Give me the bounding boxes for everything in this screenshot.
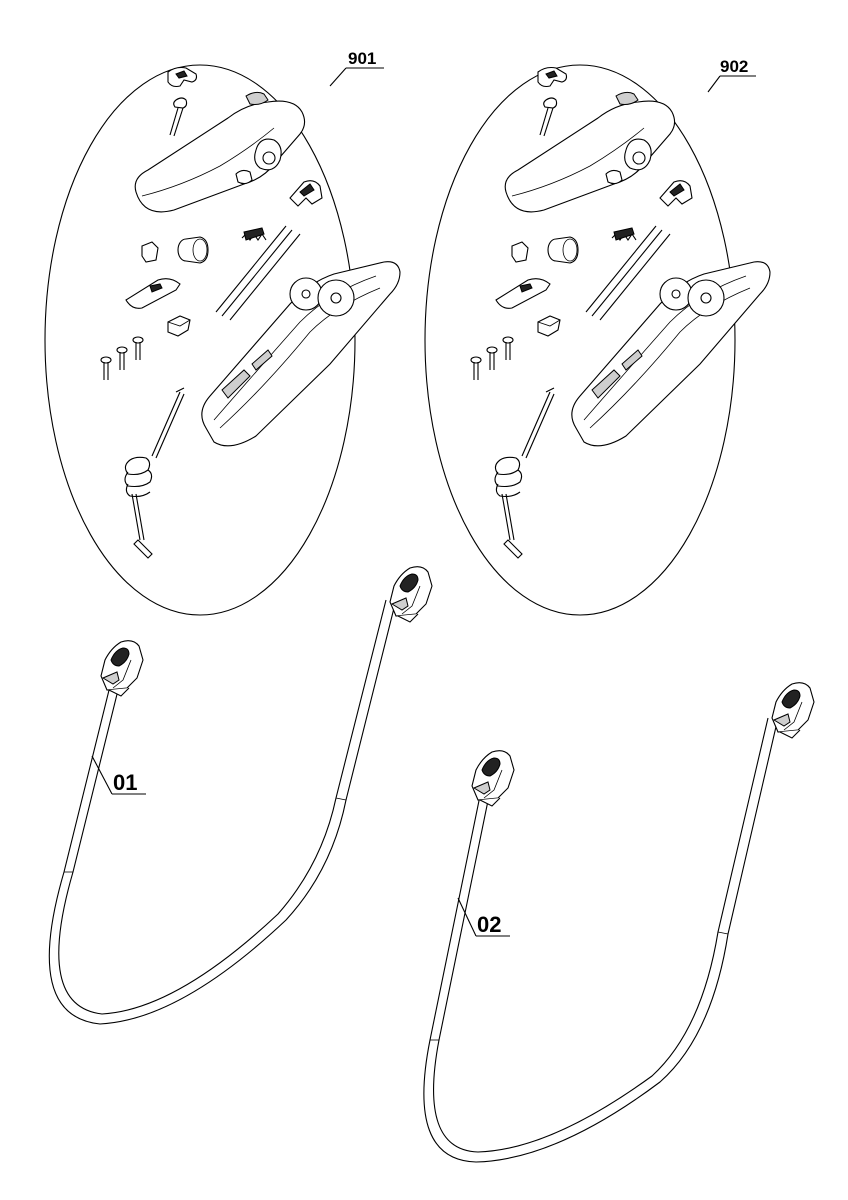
leader-902 xyxy=(707,75,721,93)
callout-02: 02 xyxy=(477,912,501,937)
callout-902: 902 xyxy=(720,57,748,76)
detail-assembly-901: 901 xyxy=(44,49,401,616)
callout-901: 901 xyxy=(348,49,376,68)
handle-kit-901 xyxy=(100,66,401,559)
handle-kit-902 xyxy=(470,66,771,559)
boom-02-end-fitting-right xyxy=(771,682,815,739)
boom-02-end-fitting-left xyxy=(471,750,515,807)
boom-01: 01 xyxy=(48,566,433,1025)
detail-oval-901 xyxy=(44,64,356,616)
detail-assembly-902: 902 xyxy=(424,57,771,616)
detail-oval-902 xyxy=(424,64,736,616)
leader-01 xyxy=(91,755,113,795)
callout-01: 01 xyxy=(113,770,137,795)
boom-01-end-fitting-right xyxy=(389,566,433,623)
leader-02 xyxy=(457,897,477,937)
boom-01-end-fitting-left xyxy=(100,640,144,697)
boom-02: 02 xyxy=(423,682,815,1163)
leader-901 xyxy=(329,67,347,87)
